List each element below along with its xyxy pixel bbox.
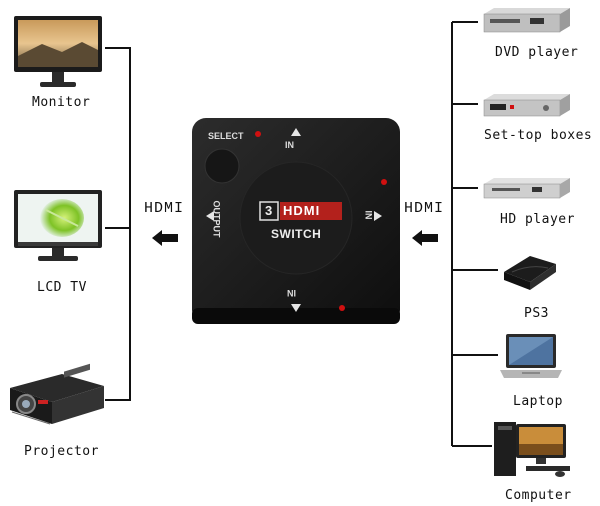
- projector-label: Projector: [24, 444, 99, 459]
- switch-output-label: OUTPUT: [211, 200, 222, 238]
- ps3-label: PS3: [524, 306, 549, 321]
- switch-logo-number: 3: [265, 203, 273, 218]
- lcd-tv-label: LCD TV: [37, 280, 87, 295]
- led-in3: [339, 305, 345, 311]
- computer-label: Computer: [505, 488, 572, 503]
- led-in1: [255, 131, 261, 137]
- hd-player-label: HD player: [500, 212, 575, 227]
- dvd-player-icon: [483, 8, 570, 33]
- laptop-label: Laptop: [513, 394, 563, 409]
- hd-player-icon: [483, 178, 570, 199]
- switch-name-label: SWITCH: [271, 227, 322, 241]
- hdmi-output-label: HDMI: [144, 200, 185, 217]
- switch-select-label: SELECT: [208, 131, 244, 141]
- ps3-icon: [504, 256, 556, 290]
- laptop-icon: [500, 334, 562, 378]
- switch-in1-label: IN: [285, 140, 294, 150]
- set-top-boxes-label: Set-top boxes: [484, 128, 593, 143]
- monitor-icon: [14, 16, 102, 87]
- set-top-box-icon: [483, 94, 570, 117]
- switch-in2-label: IN: [363, 210, 374, 220]
- switch-in3-label: IN: [287, 288, 296, 298]
- projector-icon: [10, 363, 104, 425]
- lcd-tv-icon: [14, 190, 102, 261]
- hdmi-input-label: HDMI: [404, 200, 445, 217]
- monitor-label: Monitor: [32, 95, 91, 110]
- arrow-left-icon: [152, 230, 178, 246]
- computer-icon: [494, 422, 570, 477]
- dvd-player-label: DVD player: [495, 45, 579, 60]
- switch-logo-text: HDMI: [283, 203, 321, 218]
- led-in2: [381, 179, 387, 185]
- arrow-left-icon: [412, 230, 438, 246]
- hdmi-switch-device: [192, 118, 400, 324]
